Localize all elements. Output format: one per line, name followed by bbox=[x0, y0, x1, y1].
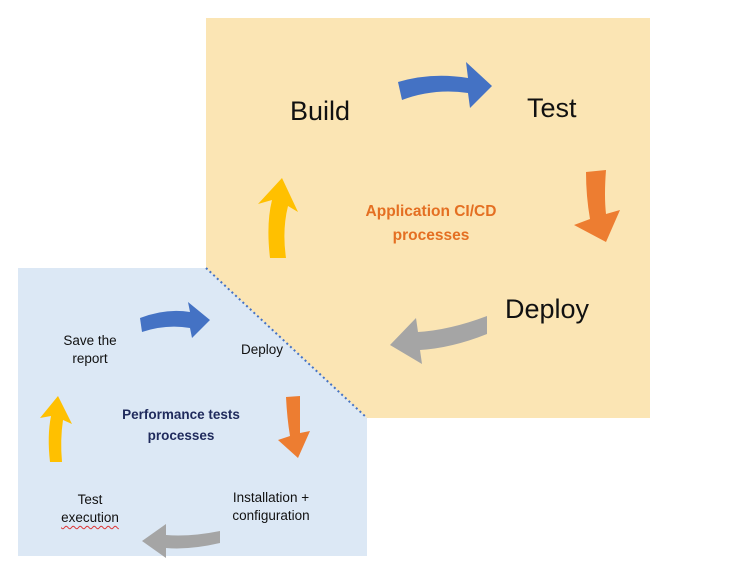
perf-step-deploy: Deploy bbox=[240, 342, 284, 357]
perf-step-install-line1: Installation + bbox=[232, 490, 310, 505]
cicd-arrow-deploy-to-build bbox=[390, 316, 487, 364]
perf-arrow-save-to-deploy bbox=[140, 302, 210, 338]
perf-title-line1: Performance tests bbox=[122, 407, 240, 422]
perf-step-test-execution: Test execution bbox=[48, 491, 132, 527]
perf-arrow-install-to-exec bbox=[142, 524, 220, 558]
cicd-title-line1: Application CI/CD bbox=[365, 203, 497, 220]
cicd-step-deploy: Deploy bbox=[505, 294, 590, 324]
perf-step-exec-line1: Test bbox=[77, 492, 103, 507]
perf-step-save-line2: report bbox=[72, 351, 108, 366]
perf-title-line2: processes bbox=[147, 428, 215, 443]
perf-step-install-line2: configuration bbox=[232, 508, 310, 523]
perf-title: Performance tests processes bbox=[96, 404, 266, 446]
perf-arrow-deploy-to-install bbox=[278, 396, 310, 458]
cicd-title-line2: processes bbox=[392, 227, 470, 244]
cicd-arrow-test-to-deploy bbox=[574, 170, 620, 242]
cicd-step-build: Build bbox=[290, 96, 351, 126]
perf-arrow-exec-to-save bbox=[40, 396, 72, 462]
perf-step-save-line1: Save the bbox=[63, 333, 117, 348]
perf-step-save-report: Save the report bbox=[50, 332, 130, 368]
cicd-arrow-build-to-test bbox=[398, 62, 492, 108]
perf-step-exec-line2: execution bbox=[61, 510, 119, 525]
cicd-title: Application CI/CD processes bbox=[336, 200, 526, 248]
perf-panel bbox=[18, 268, 367, 556]
panel-divider bbox=[205, 267, 368, 419]
perf-step-installation: Installation + configuration bbox=[218, 489, 324, 525]
cicd-step-test: Test bbox=[527, 93, 577, 123]
cicd-arrow-return-up bbox=[258, 178, 298, 258]
